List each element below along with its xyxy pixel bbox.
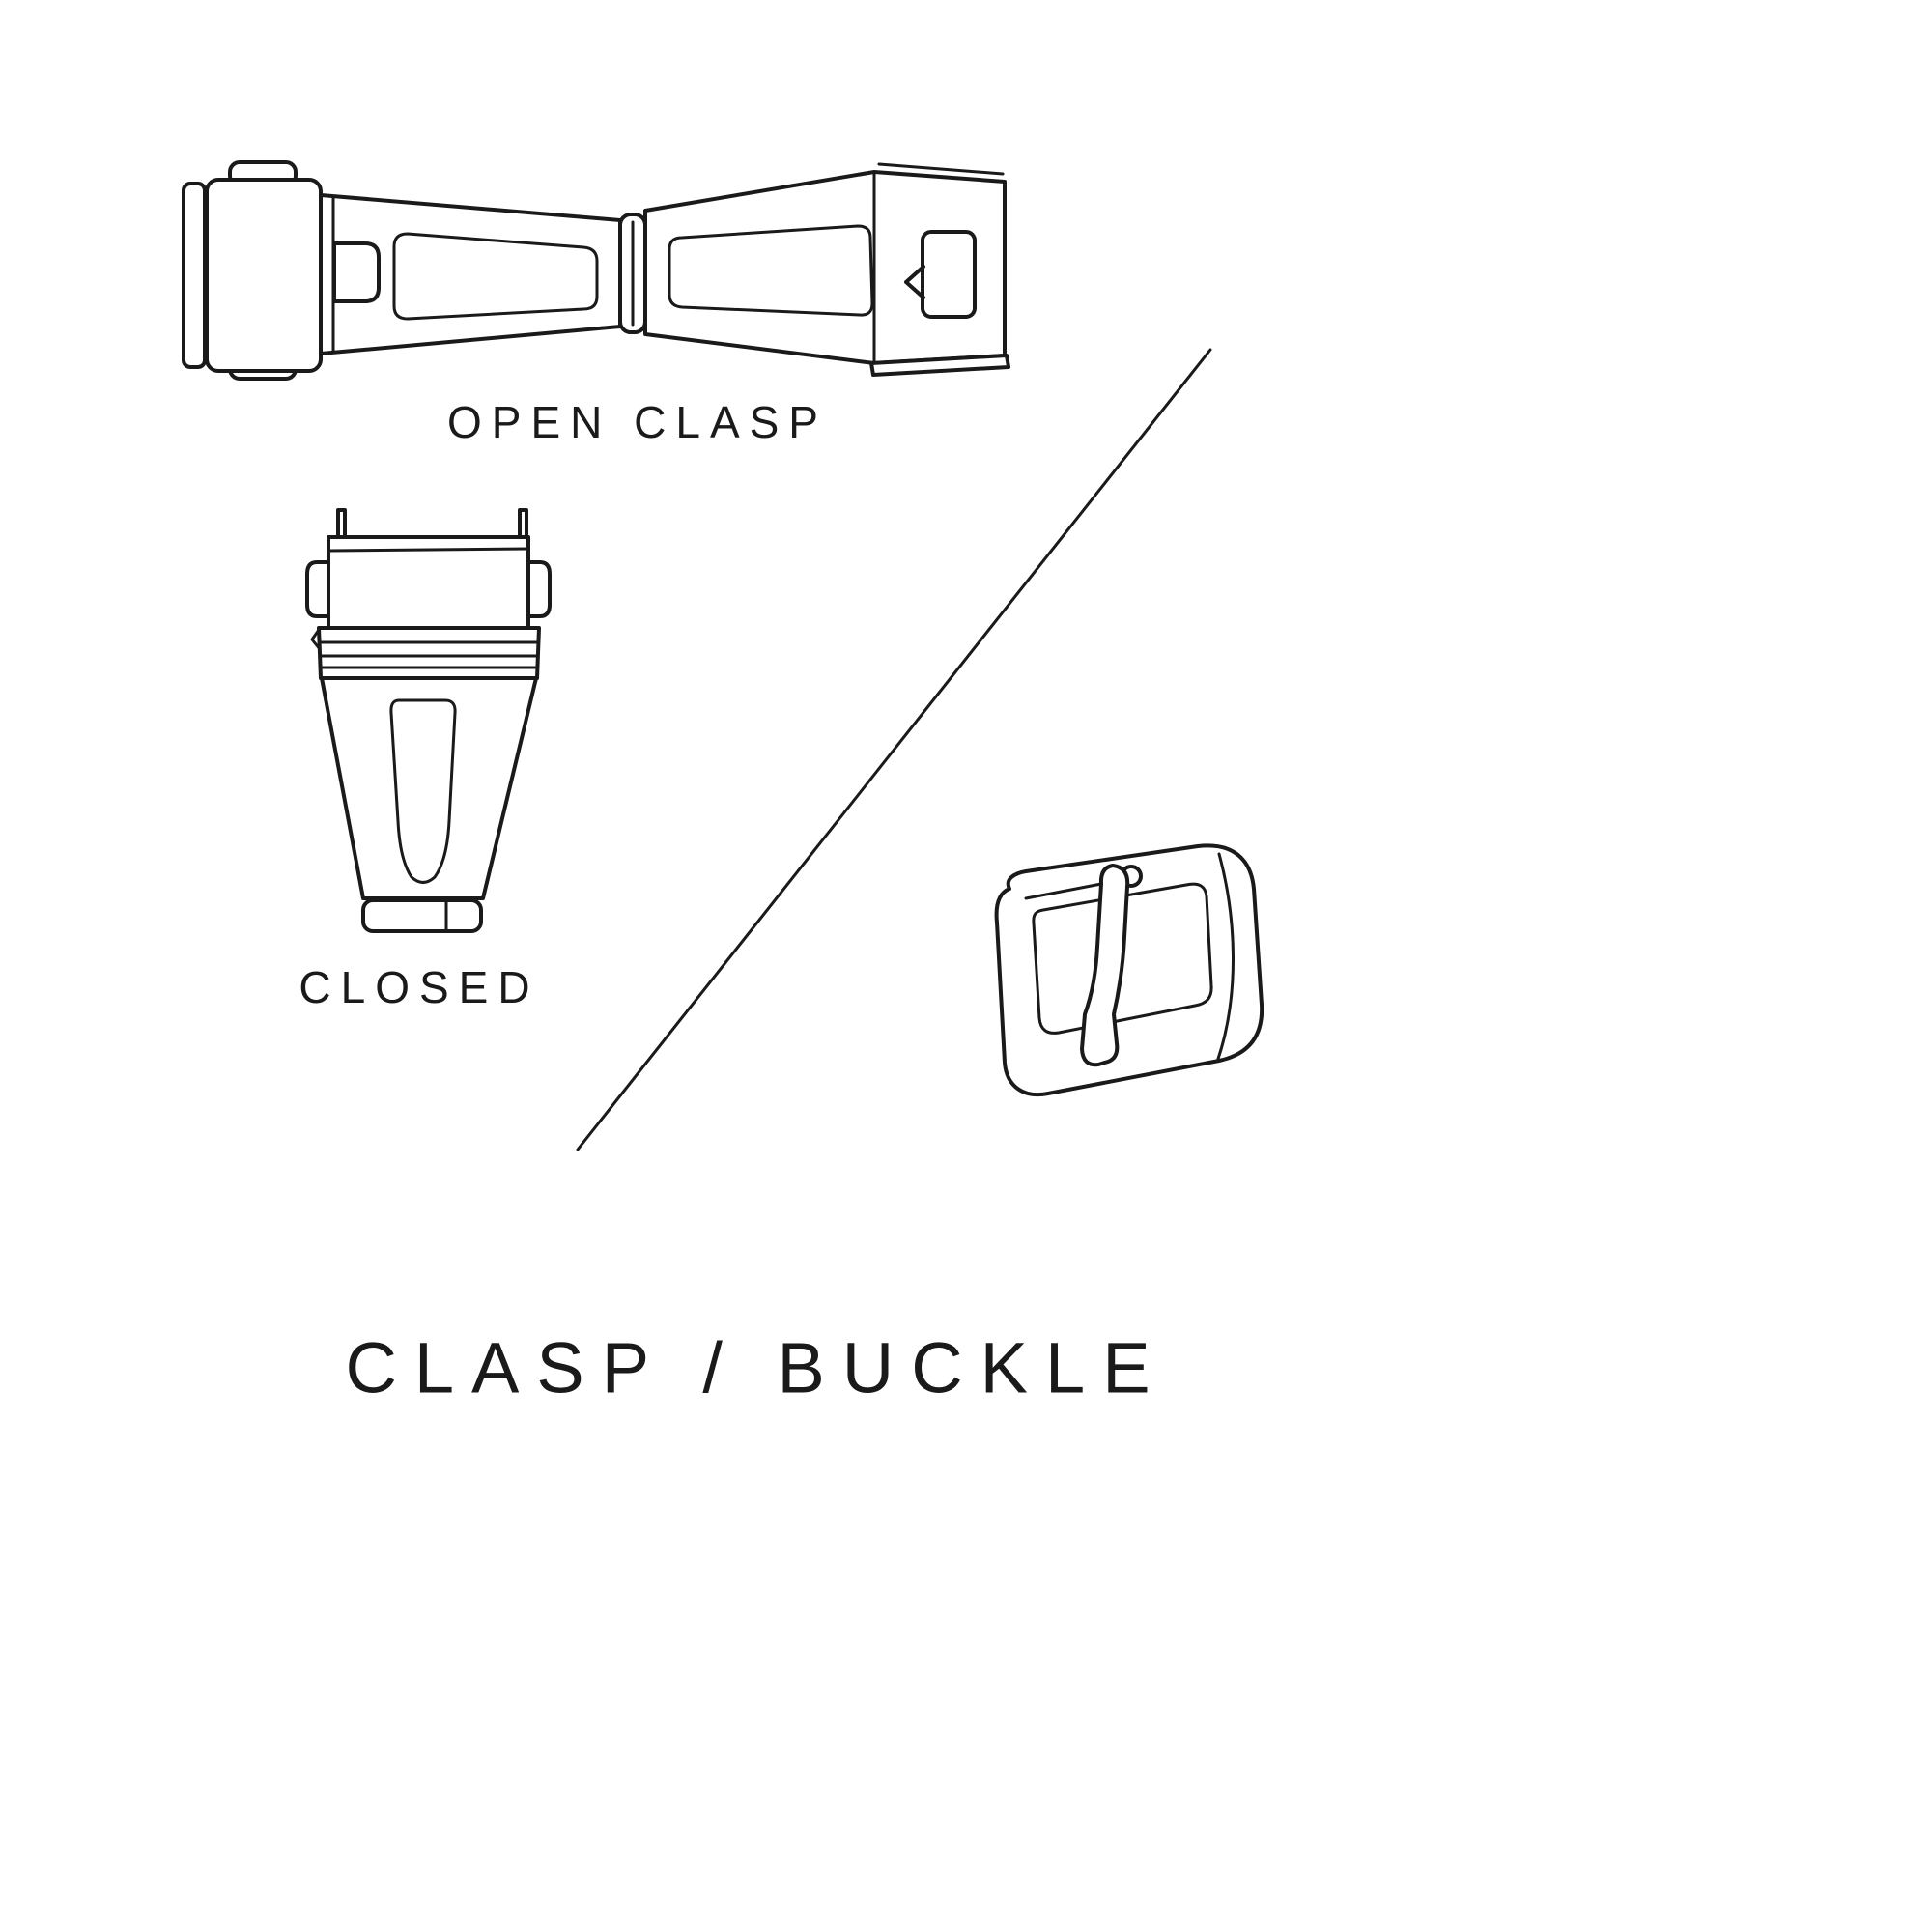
clasp-right-arm-inner-outline [668, 224, 874, 317]
closed-clasp-illustration [290, 502, 570, 947]
open-clasp-icon [182, 160, 1010, 381]
buckle-prong [1080, 864, 1130, 1067]
closed-clasp-tab-left [305, 560, 332, 618]
buckle-opening [1032, 882, 1213, 1035]
closed-clasp-cover-edge [327, 547, 529, 553]
clasp-right-bottom-lip [869, 354, 1010, 377]
buckle-axle [1024, 882, 1103, 900]
clasp-left-arm-inner-outline [392, 232, 599, 321]
pin-buckle-icon [994, 843, 1264, 1097]
closed-clasp-body-inner-outline [389, 698, 457, 884]
clasp-hook-arrow [904, 265, 925, 299]
clasp-right-top-lip [877, 162, 1005, 176]
closed-clasp-band-notch [310, 628, 322, 651]
closed-clasp-caption: CLOSED [298, 962, 540, 1012]
pin-buckle-illustration [956, 831, 1285, 1121]
closed-clasp-top-cover [327, 535, 530, 630]
clasp-hook-plate [921, 230, 977, 319]
closed-clasp-bottom-cap [361, 898, 483, 933]
closed-clasp-body [320, 676, 538, 900]
divider-line [576, 348, 1212, 1151]
clasp-release-notch [332, 242, 381, 303]
open-clasp-illustration [174, 145, 1024, 396]
clasp-left-block [205, 178, 323, 373]
open-clasp-caption: OPEN CLASP [447, 397, 828, 447]
page-title: CLASP / BUCKLE [345, 1327, 1168, 1408]
closed-clasp-icon [305, 508, 552, 933]
closed-clasp-tab-right [525, 560, 552, 618]
buckle-right-bar-curve [1216, 852, 1235, 1061]
